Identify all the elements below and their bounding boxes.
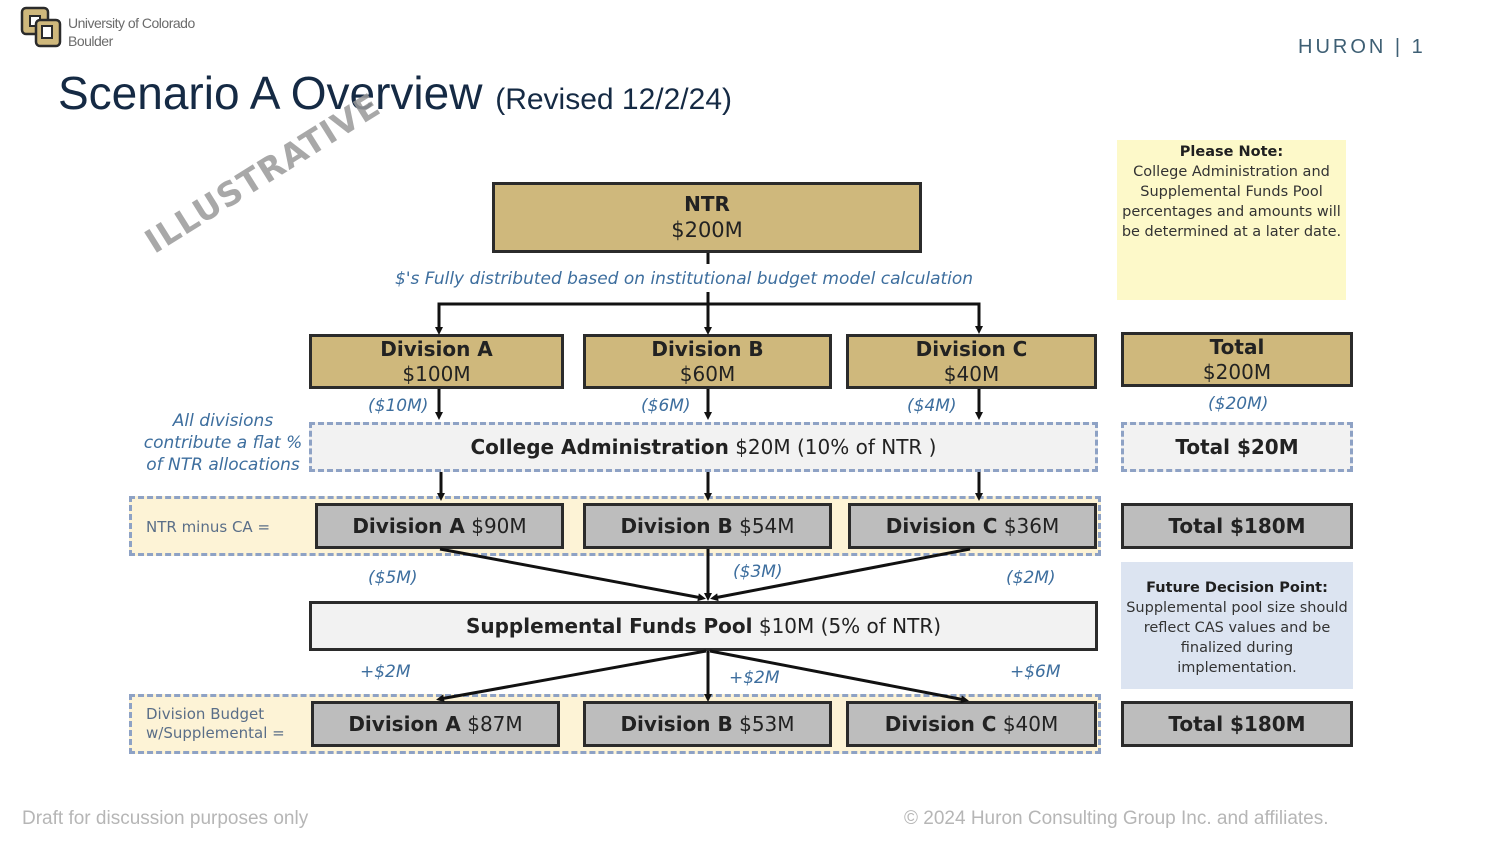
division-value: $87M (467, 711, 523, 736)
division-label: Division A (348, 711, 461, 736)
college-admin-label: College Administration (470, 435, 729, 459)
arrow-net-a-pool (439, 547, 706, 602)
division-a-initial-box: Division A $100M (309, 334, 564, 389)
total-net-box: Total $180M (1121, 503, 1353, 549)
division-c-net-box: Division C $36M (848, 503, 1097, 549)
cu-logo-icon (20, 6, 62, 48)
contribution-b: ($6M) (641, 396, 691, 416)
division-value: $100M (402, 361, 471, 386)
division-a-net-box: Division A $90M (315, 503, 564, 549)
division-c-initial-box: Division C $40M (846, 334, 1097, 389)
division-b-net-box: Division B $54M (583, 503, 832, 549)
division-label: Division B (620, 711, 733, 736)
please-note-text: College Administration and Supplemental … (1121, 164, 1342, 240)
division-label: Division B (651, 336, 764, 361)
pool-contribution-c: ($2M) (1006, 568, 1056, 588)
title-main: Scenario A Overview (58, 67, 483, 119)
please-note-box: Please Note: College Administration and … (1117, 140, 1346, 300)
supplemental-pool-label: Supplemental Funds Pool (465, 613, 753, 638)
supplemental-pool-value: $10M (5% of NTR) (758, 613, 942, 638)
contribution-total: ($20M) (1208, 394, 1269, 414)
ntr-minus-ca-label: NTR minus CA = (146, 518, 271, 536)
org-name-line2: Boulder (68, 33, 113, 49)
division-b-initial-box: Division B $60M (583, 334, 832, 389)
brand-page-number: HURON | 1 (1298, 36, 1426, 58)
arrow-pool-a (436, 649, 707, 703)
total-label: Total (1209, 334, 1265, 359)
pool-contribution-b: ($3M) (733, 562, 783, 582)
ntr-label: NTR (684, 191, 730, 216)
decision-point-box: Future Decision Point: Supplemental pool… (1121, 562, 1353, 689)
org-name-line1: University of Colorado (68, 15, 195, 31)
college-admin-side-note: All divisions contribute a flat % of NTR… (143, 411, 303, 475)
org-name: University of Colorado Boulder (68, 14, 195, 50)
total-net: Total $180M (1168, 513, 1306, 538)
division-value: $54M (739, 513, 795, 538)
division-value: $40M (1002, 711, 1059, 736)
please-note-heading: Please Note: (1179, 144, 1284, 160)
division-value: $40M (943, 361, 1000, 386)
division-value: $53M (739, 711, 795, 736)
supplemental-pool-box: Supplemental Funds Pool $10M (5% of NTR) (309, 601, 1098, 651)
division-b-final-box: Division B $53M (583, 701, 832, 747)
decision-point-text: Supplemental pool size should reflect CA… (1126, 600, 1348, 676)
college-admin-total: Total $20M (1175, 435, 1299, 459)
division-value: $90M (471, 513, 527, 538)
supplemental-dist-b: +$2M (729, 668, 780, 688)
division-value: $36M (1003, 513, 1060, 538)
pool-contribution-a: ($5M) (368, 568, 418, 588)
college-admin-box: College Administration $20M (10% of NTR … (309, 422, 1098, 472)
division-value: $60M (679, 361, 736, 386)
total-value: $200M (1202, 359, 1272, 384)
supplemental-dist-c: +$6M (1010, 662, 1061, 682)
total-initial-box: Total $200M (1121, 332, 1353, 387)
college-admin-value: $20M (10% of NTR ) (735, 435, 937, 459)
footer-copyright: © 2024 Huron Consulting Group Inc. and a… (904, 808, 1329, 829)
footer-draft-note: Draft for discussion purposes only (22, 808, 309, 829)
total-final-box: Total $180M (1121, 701, 1353, 747)
contribution-c: ($4M) (907, 396, 957, 416)
division-c-final-box: Division C $40M (846, 701, 1097, 747)
division-label: Division B (620, 513, 733, 538)
division-a-final-box: Division A $87M (311, 701, 560, 747)
supplemental-dist-a: +$2M (360, 662, 411, 682)
college-admin-total-box: Total $20M (1121, 422, 1353, 472)
division-label: Division A (352, 513, 465, 538)
final-budget-label: Division Budget w/Supplemental = (146, 705, 285, 742)
division-label: Division A (380, 336, 493, 361)
ntr-branch (437, 302, 983, 334)
contribution-a: ($10M) (368, 396, 429, 416)
total-final: Total $180M (1168, 711, 1306, 736)
ntr-box: NTR $200M (492, 182, 922, 253)
distribution-note: $'s Fully distributed based on instituti… (395, 269, 974, 289)
division-label: Division C (884, 711, 997, 736)
division-label: Division C (885, 513, 998, 538)
decision-point-heading: Future Decision Point: (1146, 580, 1328, 596)
title-suffix: (Revised 12/2/24) (495, 83, 732, 116)
division-label: Division C (915, 336, 1028, 361)
ntr-value: $200M (671, 217, 743, 242)
page-title: Scenario A Overview (Revised 12/2/24) (58, 66, 732, 120)
